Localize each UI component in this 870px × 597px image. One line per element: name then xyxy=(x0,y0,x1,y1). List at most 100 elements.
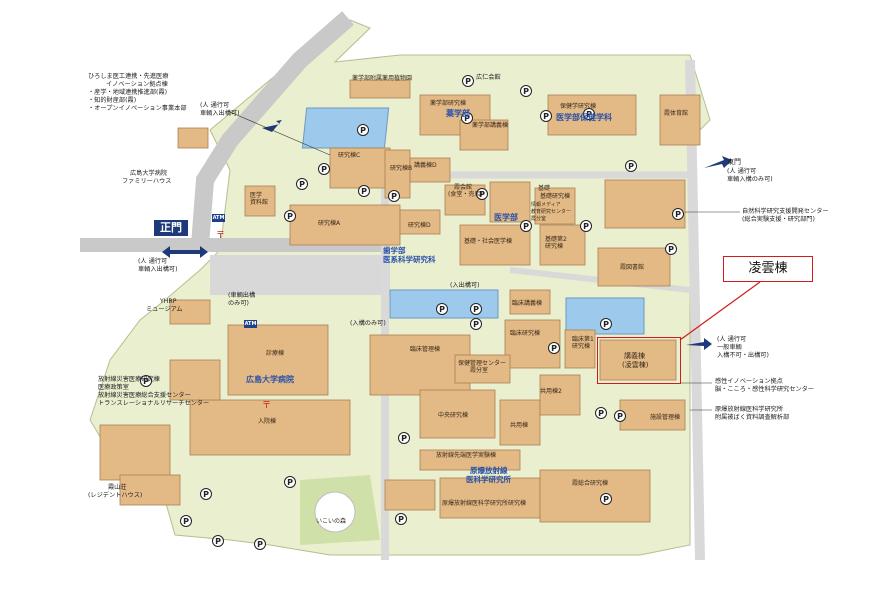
label-info-media: 情報メディア教育研究センター霞分室 xyxy=(531,202,572,222)
post-icon: 〒 xyxy=(262,401,272,411)
bldg-lecture-ryoun xyxy=(599,339,677,381)
main-gate-label: 正門 xyxy=(154,220,188,236)
label-health-research: 保健学研究棟 xyxy=(560,103,597,110)
bldg-natural-science xyxy=(604,179,686,229)
parking-icon: P xyxy=(672,208,684,220)
parking-icon: P xyxy=(395,513,407,525)
note-top-left: ひろしま医工連携・先進医療イノベーション拠点棟 ・産学・地域連携推進部(霞)・知… xyxy=(88,73,187,112)
access-note-exit-only: (車輌出構 のみ可) xyxy=(228,292,256,307)
parking-icon: P xyxy=(600,493,612,505)
access-arrows xyxy=(162,120,732,350)
bldg-med-museum xyxy=(244,185,276,217)
faculty-atomic: 原爆放射線医科学研究所 xyxy=(466,466,511,484)
label-clinical-lecture: 臨床講義棟 xyxy=(512,300,543,307)
label-ward: 入院棟 xyxy=(258,418,277,425)
faculty-pharmacy: 薬学部 xyxy=(446,109,470,118)
parking-icon: P xyxy=(180,515,192,527)
atm-icon: ATM xyxy=(212,214,225,222)
bldg-south-2 xyxy=(119,474,181,506)
label-basic: 基礎 xyxy=(538,185,551,192)
west-road xyxy=(191,11,354,246)
parking-structure-north xyxy=(301,107,390,149)
parking-icon: P xyxy=(625,160,637,172)
label-radiation-lab: 放射線先端医学実験棟 xyxy=(436,452,497,459)
bldg-clinical-mgmt xyxy=(369,334,471,396)
ryoun-highlight xyxy=(597,337,681,384)
arrow-east-right xyxy=(686,338,712,350)
bldg-clinic xyxy=(227,324,329,396)
label-clinical-mgmt: 臨床管理棟 xyxy=(410,346,441,353)
label-clinical-research: 臨床研究棟 xyxy=(510,330,541,337)
label-research-b: 研究棟B xyxy=(390,165,413,172)
label-facility: 施設管理棟 xyxy=(650,414,681,421)
bldg-south-1 xyxy=(384,479,436,511)
pond xyxy=(314,491,356,533)
bldg-pharma-garden xyxy=(349,79,411,99)
ryoun-callout: 凌雲棟 xyxy=(723,256,813,282)
bldg-regent xyxy=(99,424,171,481)
bldg-radiation-lab xyxy=(419,449,521,471)
parking-icon: P xyxy=(357,124,369,136)
access-note-east-gate: (人 通行可 車輌入構のみ可) xyxy=(727,168,773,183)
bldg-kasumi-research xyxy=(539,469,651,523)
parking-icon: P xyxy=(540,110,552,122)
faculty-health: 医学部保健学科 xyxy=(556,113,612,122)
parking-icon: P xyxy=(595,407,607,419)
access-note-north-west: (人 通行可 車輌入出構可) xyxy=(200,102,240,117)
bldg-gymnasium xyxy=(659,94,701,146)
label-clinic: 診療棟 xyxy=(266,350,285,357)
label-basic-lecture: 基礎・社会医学棟 xyxy=(464,238,513,245)
label-forest: いこいの森 xyxy=(316,518,347,525)
label-basic-research: 基礎研究棟 xyxy=(540,193,571,200)
bldg-pharma-lecture xyxy=(459,119,509,151)
note-regent: 霞山荘(レジデントハウス) xyxy=(88,484,143,499)
parking-icon: P xyxy=(614,410,626,422)
label-pharma-research: 薬学部研究棟 xyxy=(430,100,467,107)
callout-connector xyxy=(679,281,761,341)
bldg-info-media xyxy=(534,187,576,225)
bldg-research-b xyxy=(384,149,411,199)
parking-icon: P xyxy=(284,210,296,222)
parking-icon: P xyxy=(548,342,560,354)
parking-icon: P xyxy=(520,85,532,97)
label-health-mgmt: 保健管理センター霞分室 xyxy=(458,360,507,374)
label-shared-2: 共用棟2 xyxy=(540,388,562,395)
access-note-main-gate: (人 通行可 車輌入出構可) xyxy=(138,258,178,273)
bldg-yhrp xyxy=(169,299,211,325)
note-innovation: 感性イノベーション拠点脳・こころ・感性科学研究センター xyxy=(715,378,814,393)
label-lecture-d: 講義棟D xyxy=(414,162,437,169)
label-research-c: 研究棟C xyxy=(338,152,361,159)
bldg-shared xyxy=(499,399,541,446)
bldg-basic-2 xyxy=(539,224,586,266)
parking-icon: P xyxy=(200,488,212,500)
label-pharma-lecture: 薬学部講義棟 xyxy=(472,122,509,129)
faculty-dental: 歯学部医系科学研究科 xyxy=(383,246,436,264)
faculty-hospital: 広島大学病院 xyxy=(246,375,294,384)
parking-icon: P xyxy=(583,108,595,120)
plaza xyxy=(210,255,390,295)
bldg-atomic xyxy=(439,477,541,519)
label-shared: 共用棟 xyxy=(510,422,529,429)
access-note-entry-exit: (入出構可) xyxy=(450,282,480,289)
access-note-east-right: (人 通行可 一般車輌 入構不可・出構可) xyxy=(717,336,769,359)
leader-top-left xyxy=(229,111,331,156)
label-research-d: 研究棟D xyxy=(408,222,431,229)
bldg-research-a xyxy=(289,204,401,246)
label-kasumi-research: 霞総合研究棟 xyxy=(572,480,609,487)
parking-icon: P xyxy=(140,375,152,387)
parking-icon: P xyxy=(398,432,410,444)
label-med-museum: 医学資料館 xyxy=(250,192,269,206)
bldg-shared-2 xyxy=(539,374,581,416)
parking-icon: P xyxy=(470,318,482,330)
bldg-lecture-d xyxy=(409,157,451,183)
bldg-health-mgmt xyxy=(454,354,511,384)
bldg-library xyxy=(597,247,671,287)
bldg-central-research xyxy=(419,389,496,439)
bldg-radiation-disaster xyxy=(169,359,221,401)
parking-icon: P xyxy=(284,476,296,488)
label-library: 霞図書館 xyxy=(620,264,645,271)
label-lecture-ryoun: 講義棟(凌雲棟) xyxy=(622,352,649,369)
